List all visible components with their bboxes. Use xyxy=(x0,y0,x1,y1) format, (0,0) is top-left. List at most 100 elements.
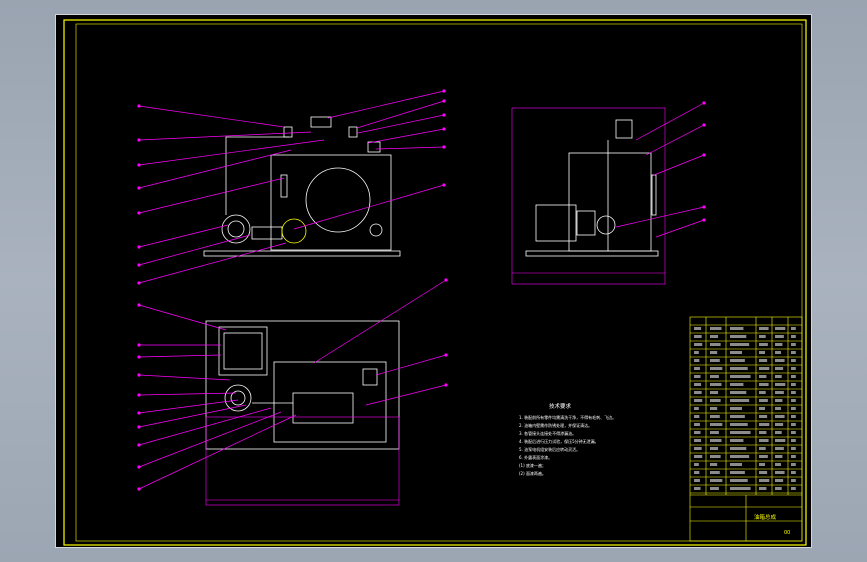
parts-list-cell-text xyxy=(775,327,786,330)
front-drain-plug xyxy=(369,223,383,237)
parts-list-cell-text xyxy=(791,423,796,426)
plan-view[interactable] xyxy=(205,320,400,450)
side-view[interactable] xyxy=(525,119,659,257)
parts-list-cell-text xyxy=(775,391,784,394)
parts-list-cell-text xyxy=(710,383,722,386)
parts-list-cell-text xyxy=(759,447,766,450)
side-tank-body xyxy=(568,152,652,252)
parts-list-cell-text xyxy=(791,335,796,338)
parts-list-cell-text xyxy=(759,367,770,370)
side-top-valve xyxy=(615,119,633,139)
parts-list-cell-text xyxy=(710,391,719,394)
parts-list-cell-text xyxy=(759,415,768,418)
plan-base xyxy=(205,320,400,450)
parts-list-cell-text xyxy=(730,463,742,466)
sheet-inner-border xyxy=(75,23,803,542)
parts-list-cell-text xyxy=(694,407,699,410)
parts-list-cell-text xyxy=(759,407,765,410)
parts-list-cell-text xyxy=(791,391,796,394)
parts-list-cell-text xyxy=(694,431,701,434)
front-return-pipe xyxy=(225,136,289,215)
parts-list-cell-text xyxy=(730,423,748,426)
front-filler-cap xyxy=(348,126,358,138)
parts-list-cell-text xyxy=(710,423,723,426)
parts-list-cell-text xyxy=(730,367,748,370)
parts-list-cell-text xyxy=(775,375,782,378)
parts-list-cell-text xyxy=(694,399,703,402)
parts-list-cell-text xyxy=(710,455,721,458)
parts-list-cell-text xyxy=(694,471,700,474)
side-leaders xyxy=(615,102,705,238)
parts-list-cell-text xyxy=(730,383,744,386)
note-line: 6. 外露表面涂漆。 xyxy=(519,454,552,460)
parts-list-cell-text xyxy=(775,439,786,442)
parts-list-cell-text xyxy=(775,335,784,338)
side-pump xyxy=(576,210,596,236)
parts-list-cell-text xyxy=(710,367,723,370)
parts-list-cell-text xyxy=(710,351,718,354)
parts-list-cell-text xyxy=(791,447,796,450)
parts-list-cell-text xyxy=(730,351,742,354)
note-line: (1) 底漆一遍； xyxy=(519,462,546,468)
cad-drawing[interactable]: 技术要求 1. 装配前所有零件均需清洗干净，不得有毛刺、飞边。 2. 油箱内壁需作… xyxy=(56,15,813,549)
parts-list-cell-text xyxy=(759,479,770,482)
parts-list-cell-text xyxy=(730,327,744,330)
parts-list-cell-text xyxy=(730,439,744,442)
title-block-sheet: 00 xyxy=(784,530,790,536)
side-base-plate xyxy=(525,250,659,257)
front-pipe-block xyxy=(367,141,381,153)
parts-list-cell-text xyxy=(791,343,796,346)
parts-list-cell-text xyxy=(759,327,769,330)
plan-leaders xyxy=(138,279,447,490)
parts-list-cell-text xyxy=(730,407,742,410)
parts-list-cell-text xyxy=(775,351,781,354)
parts-list-cell-text xyxy=(759,439,769,442)
parts-list-cell-text xyxy=(791,471,796,474)
parts-list-cell-text xyxy=(791,487,796,490)
parts-list-cell-text xyxy=(775,359,785,362)
notes-title: 技术要求 xyxy=(549,402,572,410)
plan-gauge xyxy=(362,368,378,386)
parts-list-cell-text xyxy=(694,367,700,370)
parts-list-cell-text xyxy=(775,367,784,370)
parts-list-cell-text xyxy=(759,343,768,346)
front-inspection-cover xyxy=(305,167,371,233)
note-line: 2. 油箱内壁需作防锈处理，并保证清洁。 xyxy=(519,422,592,428)
parts-list-cell-text xyxy=(791,351,796,354)
title-block-name: 油箱总成 xyxy=(754,513,777,521)
parts-list-cell-text xyxy=(759,383,769,386)
parts-list-cell-text xyxy=(791,399,796,402)
parts-list-cell-text xyxy=(791,359,796,362)
parts-list-cell-text xyxy=(710,415,720,418)
parts-list-cell-text xyxy=(710,375,719,378)
parts-list[interactable] xyxy=(689,316,803,542)
front-view[interactable] xyxy=(203,116,401,257)
parts-list-cell-text xyxy=(775,399,783,402)
parts-list-cell-text xyxy=(694,463,699,466)
parts-list-cell-text xyxy=(710,335,719,338)
parts-list-cell-text xyxy=(759,351,765,354)
parts-list-rows xyxy=(690,324,802,494)
parts-list-cell-text xyxy=(694,455,703,458)
plan-leader-dots xyxy=(137,278,448,491)
parts-list-cell-text xyxy=(710,327,722,330)
parts-list-cell-text xyxy=(791,383,796,386)
parts-list-cell-text xyxy=(775,479,784,482)
parts-list-cell-text xyxy=(710,439,722,442)
parts-list-cell-text xyxy=(759,455,768,458)
note-line: 1. 装配前所有零件均需清洗干净，不得有毛刺、飞边。 xyxy=(519,414,616,420)
side-motor xyxy=(535,204,577,242)
parts-list-cell-text xyxy=(759,487,767,490)
drawing-viewport[interactable]: 技术要求 1. 装配前所有零件均需清洗干净，不得有毛刺、飞边。 2. 油箱内壁需作… xyxy=(55,14,812,548)
parts-list-cell-text xyxy=(710,399,721,402)
parts-list-cell-text xyxy=(791,367,796,370)
parts-list-cell-text xyxy=(730,415,745,418)
parts-list-cell-text xyxy=(710,463,718,466)
parts-list-cell-text xyxy=(775,423,784,426)
parts-list-cell-text xyxy=(791,375,796,378)
note-line: (2) 面漆两遍。 xyxy=(519,470,546,476)
note-line: 5. 油泵电机组安装后应转动灵活。 xyxy=(519,446,580,452)
parts-list-cell-text xyxy=(710,487,719,490)
parts-list-cell-text xyxy=(730,455,750,458)
plan-pump xyxy=(224,384,252,412)
